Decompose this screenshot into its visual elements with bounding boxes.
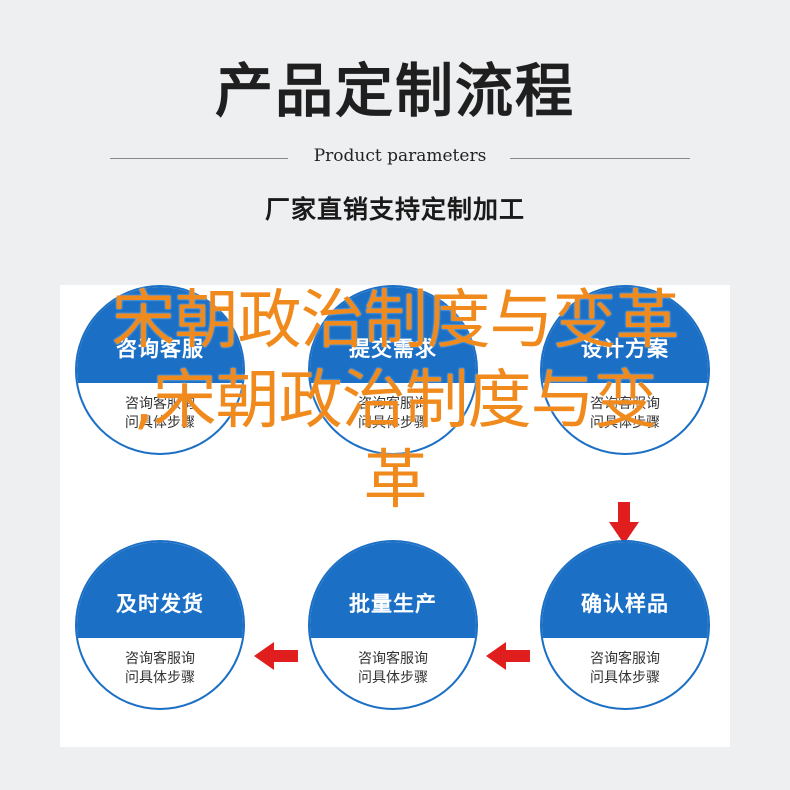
node-desc-line: 问具体步骤: [125, 670, 195, 687]
node-title: 及时发货: [77, 542, 243, 639]
node-title: 提交需求: [310, 287, 476, 384]
process-node-submit: 提交需求 咨询客服询 问具体步骤: [308, 285, 478, 455]
overlay-text-line-2: ,宋朝政治制度与变: [133, 364, 657, 438]
node-title: 咨询客服: [77, 287, 243, 384]
node-description: 咨询客服询 问具体步骤: [77, 638, 243, 708]
node-desc-line: 问具体步骤: [358, 670, 428, 687]
node-description: 咨询客服询 问具体步骤: [77, 383, 243, 453]
node-description: 咨询客服询 问具体步骤: [310, 383, 476, 453]
node-desc-line: 问具体步骤: [590, 415, 660, 432]
divider-right: [510, 158, 690, 159]
node-desc-line: 咨询客服询: [358, 651, 428, 668]
node-title: 设计方案: [542, 287, 708, 384]
tagline: 厂家直销支持定制加工: [264, 195, 525, 224]
process-node-deliver: 及时发货 咨询客服询 问具体步骤: [75, 540, 245, 710]
process-node-confirm: 确认样品 咨询客服询 问具体步骤: [540, 540, 710, 710]
node-desc-line: 咨询客服询: [358, 396, 428, 413]
overlay-text-line-3: 革: [363, 444, 428, 518]
node-desc-line: 咨询客服询: [125, 396, 195, 413]
arrow-left-icon: [486, 642, 530, 670]
node-desc-line: 问具体步骤: [358, 415, 428, 432]
node-description: 咨询客服询 问具体步骤: [542, 383, 708, 453]
overlay-text-line-1: 宋朝政治制度与变革: [111, 284, 680, 358]
process-node-design: 设计方案 咨询客服询 问具体步骤: [540, 285, 710, 455]
process-node-consult: 咨询客服 咨询客服询 问具体步骤: [75, 285, 245, 455]
process-node-mass: 批量生产 咨询客服询 问具体步骤: [308, 540, 478, 710]
subtitle: Product parameters: [313, 146, 487, 166]
node-desc-line: 问具体步骤: [590, 670, 660, 687]
node-desc-line: 问具体步骤: [125, 415, 195, 432]
node-desc-line: 咨询客服询: [125, 651, 195, 668]
page-title: 产品定制流程: [214, 57, 575, 125]
node-desc-line: 咨询客服询: [590, 651, 660, 668]
node-title: 确认样品: [542, 542, 708, 639]
node-desc-line: 咨询客服询: [590, 396, 660, 413]
node-description: 咨询客服询 问具体步骤: [542, 638, 708, 708]
arrow-left-icon: [254, 642, 298, 670]
divider-left: [110, 158, 288, 159]
arrow-down-icon: [609, 502, 639, 544]
node-title: 批量生产: [310, 542, 476, 639]
node-description: 咨询客服询 问具体步骤: [310, 638, 476, 708]
